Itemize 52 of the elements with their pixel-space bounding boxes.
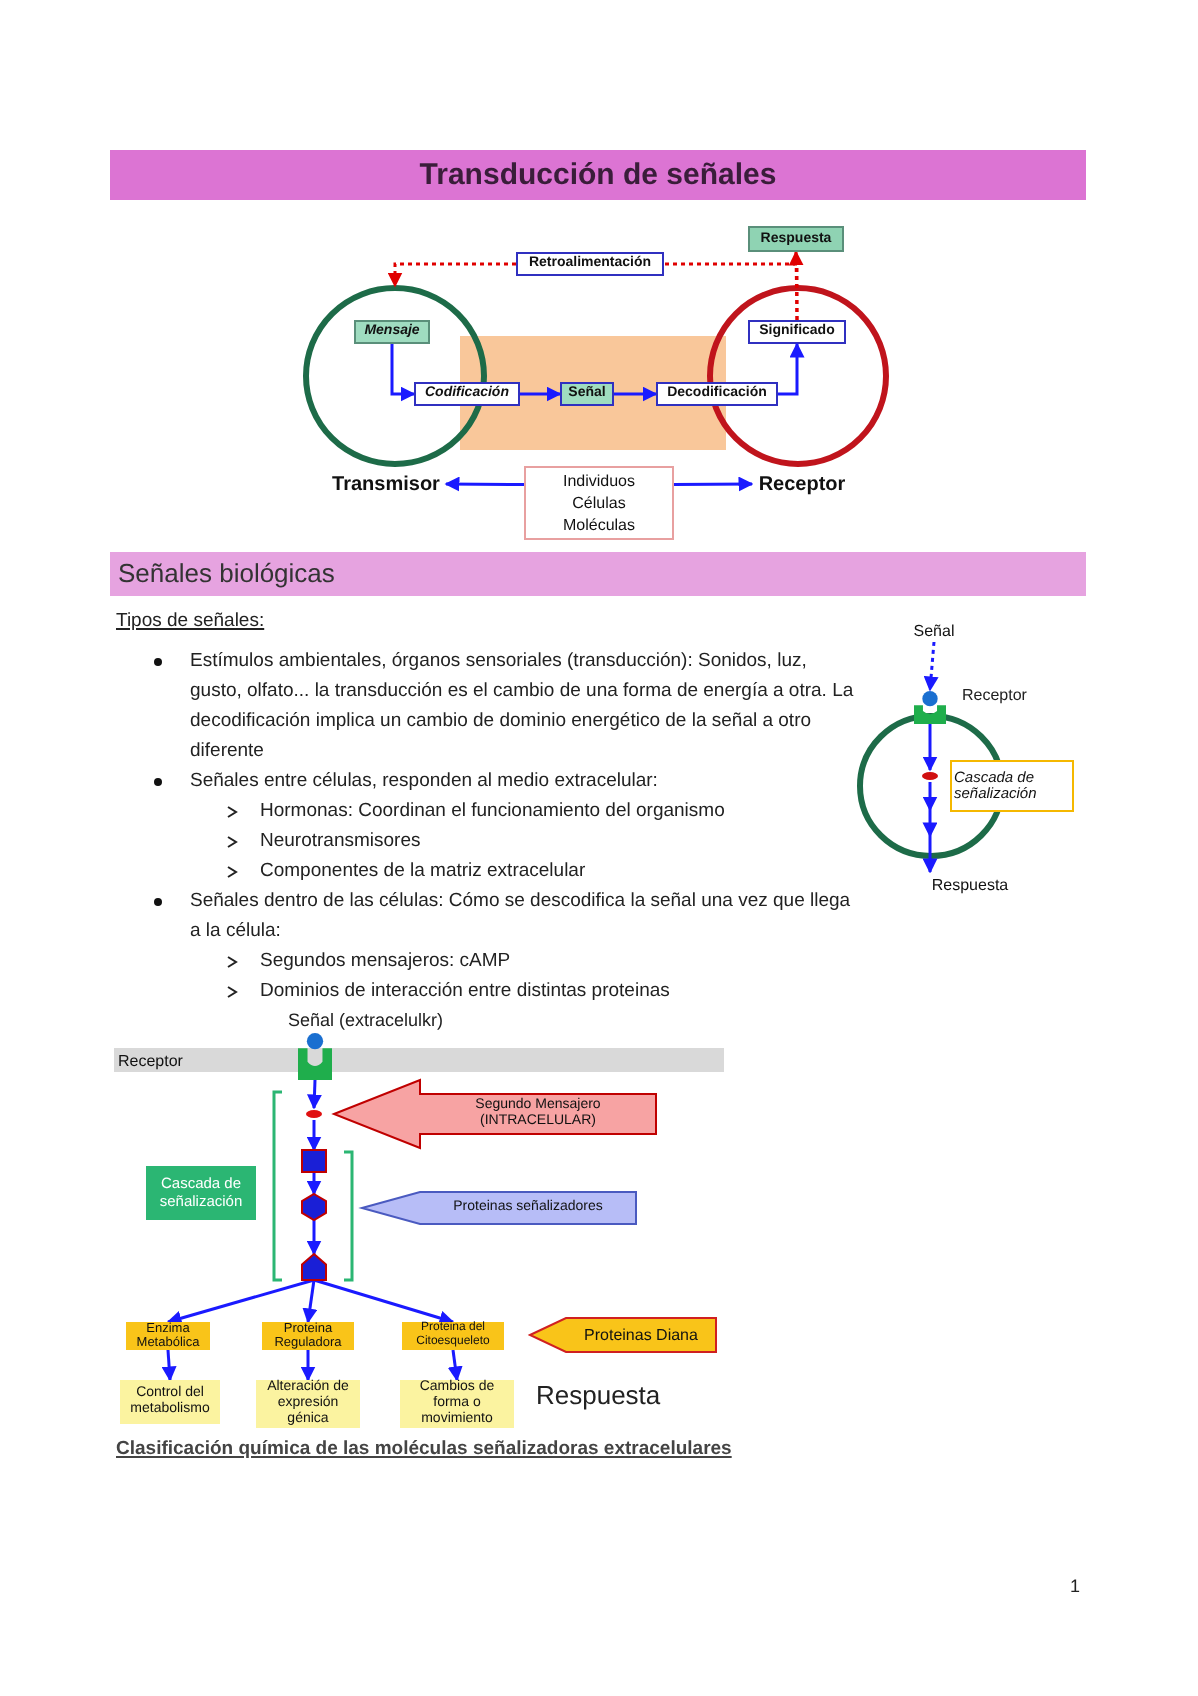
receptor-icon [914, 690, 946, 724]
arrow [313, 1278, 455, 1326]
arrow [390, 344, 416, 402]
arrow [306, 1120, 322, 1152]
bullet-text: Neurotransmisores [260, 828, 423, 856]
arrow [520, 386, 562, 402]
bullet-text: Hormonas: Coordinan el funcionamiento del organismo [260, 798, 727, 826]
arrow [302, 1279, 318, 1324]
messenger-oval [304, 1108, 324, 1120]
arrow [674, 476, 754, 492]
callout-arrow: Proteinas Diana [530, 1318, 716, 1352]
section-subheading: Clasificación química de las moléculas señalizadoras extracelulares [116, 1436, 734, 1464]
bullet-text: Dominios de interacción entre distintas proteinas [260, 978, 672, 1006]
subheading: Tipos de señales: [116, 608, 267, 636]
receptor-label: Receptor [752, 472, 852, 496]
arrow [307, 1079, 322, 1110]
transmitter-label: Transmisor [326, 472, 446, 496]
protein-hexagon [302, 1194, 326, 1220]
level-box: Individuos Células Moléculas [524, 466, 674, 540]
response-label: Respuesta [536, 1380, 663, 1410]
page-number: 1 [1070, 1574, 1083, 1600]
bullet-text: Componentes de la matriz extracelular [260, 858, 588, 886]
bullet-text: Estímulos ambientales, órganos sensoriales (transducción): Sonidos, luz, gusto, olfato... la transducción es el cambio de una forma de energía a otra. La decodificación implica un cambio de dominio energético de la señal a otro diferente [190, 648, 856, 766]
page-title: Transducción de señales [110, 150, 1086, 200]
arrow [166, 1278, 315, 1326]
arrow [922, 782, 938, 873]
arrow [306, 1172, 322, 1196]
arrow [300, 1350, 316, 1382]
protein-square [302, 1150, 326, 1172]
arrow [614, 386, 658, 402]
arrow [387, 262, 516, 288]
section-heading: Señales biológicas [110, 552, 1086, 596]
protein-pentagon [302, 1254, 326, 1280]
membrane-band: Receptor [114, 1048, 724, 1072]
arrow [444, 476, 524, 492]
arrow [306, 1220, 322, 1256]
arrow [778, 342, 805, 396]
arrow [788, 250, 804, 321]
bullet-text: Señales dentro de las células: Cómo se descodifica la señal una vez que llega a la célula: [190, 888, 853, 946]
receptor-icon [298, 1032, 332, 1080]
arrow [923, 641, 939, 692]
response-label: Respuesta [916, 872, 1024, 896]
arrow [447, 1349, 463, 1382]
signal-label: Señal (extracelulkr) [288, 1008, 446, 1034]
connector-line [664, 262, 799, 320]
receptor-label: Receptor [962, 686, 1027, 706]
bullet-text: Segundos mensajeros: cAMP [260, 948, 513, 976]
arrow [922, 724, 938, 772]
messenger-oval [920, 770, 940, 782]
bullet-text: Señales entre células, responden al medio extracelular: [190, 768, 660, 796]
arrow [161, 1349, 177, 1382]
signal-label: Señal [910, 618, 958, 642]
